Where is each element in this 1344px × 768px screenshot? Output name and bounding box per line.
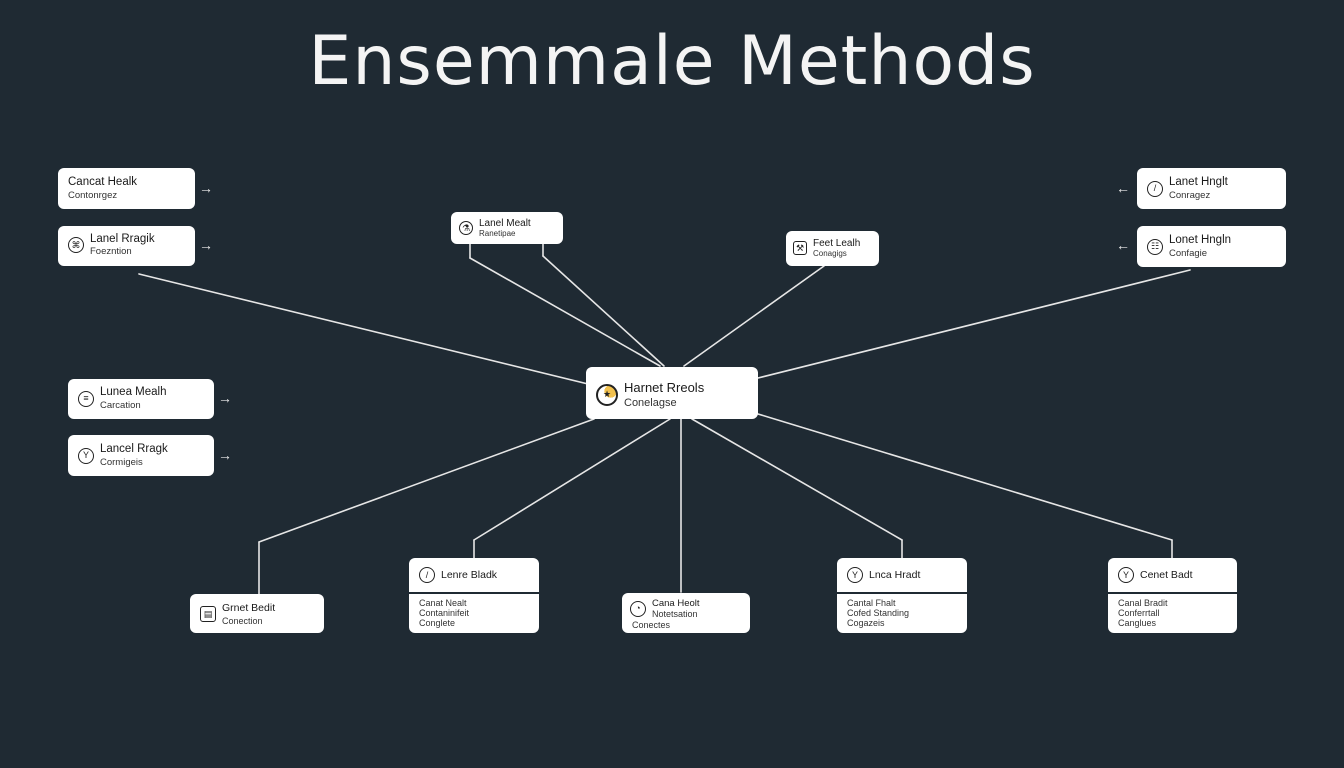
top-node-2[interactable]: ⚒ Feet Lealh Conagigs: [786, 231, 879, 266]
left-node-4-title: Lancel Rragk: [100, 443, 168, 455]
bottom-node-3-subtitle: Notetsation: [652, 609, 698, 619]
bottom-node-3-subtitle-2: Conectes: [632, 620, 671, 630]
tool-icon: ⚒: [793, 241, 807, 255]
flask-icon: ⚗: [459, 221, 473, 235]
edge-top-1b: [469, 257, 661, 367]
right-node-2-subtitle: Confagie: [1169, 248, 1208, 259]
arrow-right-icon: →: [218, 390, 232, 406]
box-icon: ▤: [200, 606, 216, 622]
bottom-node-4-line-1: Cantal Fhalt: [847, 598, 896, 608]
top-node-1-subtitle: Ranetipae: [479, 229, 516, 238]
bottom-node-2-line-2: Contaninifeit: [419, 608, 470, 618]
bottom-node-3[interactable]: ◔ Cana Heolt Notetsation Conectes: [622, 593, 750, 633]
grid-icon: ☷: [1147, 238, 1163, 255]
node-divider: [409, 592, 539, 594]
left-node-2-title: Lanel Rragik: [90, 233, 155, 245]
right-node-1-subtitle: Conragez: [1169, 190, 1211, 201]
edge-right-2: [757, 269, 1191, 379]
diagram-title: Ensemmale Methods: [308, 22, 1036, 101]
leaf-icon: ⌘: [68, 237, 84, 253]
bottom-node-4-title: Lnca Hradt: [869, 569, 921, 581]
bottom-node-5[interactable]: Y Cenet Badt Canal Bradit Conferrtall Ca…: [1108, 558, 1237, 633]
arrow-right-icon: →: [199, 180, 213, 196]
gauge-icon: ◔: [630, 600, 646, 617]
center-node[interactable]: ★ Harnet Rreols Conelagse: [586, 367, 758, 419]
left-node-1-title: Cancat Healk: [68, 176, 138, 188]
bottom-node-5-line-1: Canal Bradit: [1118, 598, 1168, 608]
bottom-node-2-line-3: Conglete: [419, 618, 456, 628]
edge-bottom-5a: [757, 413, 1173, 541]
left-node-1[interactable]: Cancat Healk Contonrgez: [58, 168, 195, 209]
top-node-2-title: Feet Lealh: [813, 238, 861, 249]
stack-icon: ≡: [78, 390, 94, 407]
bottom-node-5-title: Cenet Badt: [1140, 569, 1193, 581]
bottom-node-1-title: Grnet Bedit: [222, 602, 276, 614]
bottom-node-4[interactable]: Y Lnca Hradt Cantal Fhalt Cofed Standing…: [837, 558, 967, 633]
center-node-subtitle: Conelagse: [624, 397, 677, 409]
emblem-icon: ★: [596, 383, 618, 406]
arrow-left-icon: ←: [1116, 237, 1130, 253]
branch-icon: /: [419, 567, 435, 583]
top-node-1[interactable]: ⚗ Lanel Mealt Ranetipae: [451, 212, 563, 244]
branch-icon: Y: [78, 447, 94, 464]
right-node-2[interactable]: ☷ Lonet Hngln Confagie: [1137, 226, 1286, 267]
edge-bottom-2a: [473, 418, 671, 541]
arrow-left-icon: ←: [1116, 180, 1130, 196]
bottom-node-1-subtitle: Conection: [222, 616, 263, 626]
center-node-title: Harnet Rreols: [624, 380, 705, 395]
left-node-3-title: Lunea Mealh: [100, 386, 167, 398]
branch-icon: Y: [1118, 567, 1134, 583]
bottom-node-4-line-2: Cofed Standing: [847, 608, 910, 618]
bottom-node-2-title: Lenre Bladk: [441, 569, 498, 581]
left-node-3-subtitle: Carcation: [100, 400, 141, 411]
edge-top-1d: [542, 255, 665, 367]
bottom-node-3-title: Cana Heolt: [652, 598, 700, 609]
node-divider: [1108, 592, 1237, 594]
top-node-2-subtitle: Conagigs: [813, 249, 847, 258]
arrow-right-icon: →: [199, 237, 213, 253]
bottom-node-1[interactable]: ▤ Grnet Bedit Conection: [190, 594, 324, 633]
left-node-1-subtitle: Contonrgez: [68, 190, 118, 201]
bottom-node-4-line-3: Cogazeis: [847, 618, 885, 628]
right-node-1-title: Lanet Hnglt: [1169, 176, 1228, 188]
bottom-node-5-line-3: Canglues: [1118, 618, 1157, 628]
arrow-right-icon: →: [218, 447, 232, 463]
bottom-node-5-line-2: Conferrtall: [1118, 608, 1160, 618]
edge-left-2: [138, 273, 589, 385]
edge-top-2: [683, 265, 825, 367]
right-node-1[interactable]: / Lanet Hnglt Conragez: [1137, 168, 1286, 209]
node-divider: [837, 592, 967, 594]
left-node-2[interactable]: ⌘ Lanel Rragik Foezntion: [58, 226, 195, 266]
edge-bottom-1a: [258, 418, 595, 543]
branch-icon: /: [1147, 180, 1163, 197]
left-node-4-subtitle: Cormigeis: [100, 457, 143, 468]
leaf-icon: Y: [847, 567, 863, 583]
left-node-4[interactable]: Y Lancel Rragk Cormigeis: [68, 435, 214, 476]
left-node-3[interactable]: ≡ Lunea Mealh Carcation: [68, 379, 214, 419]
top-node-1-title: Lanel Mealt: [479, 218, 531, 229]
bottom-node-2[interactable]: / Lenre Bladk Canat Nealt Contaninifeit …: [409, 558, 539, 633]
left-node-2-subtitle: Foezntion: [90, 246, 132, 257]
right-node-2-title: Lonet Hngln: [1169, 234, 1232, 246]
bottom-node-2-line-1: Canat Nealt: [419, 598, 467, 608]
edge-bottom-4a: [691, 418, 903, 541]
